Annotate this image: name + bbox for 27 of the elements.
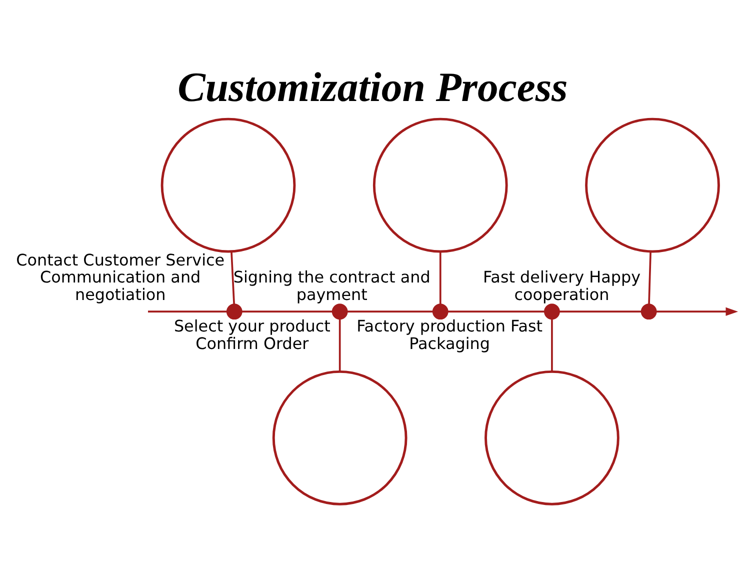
connector: [148, 310, 227, 312]
connector: [439, 252, 442, 304]
arrow: [656, 307, 738, 316]
connector: [347, 310, 433, 312]
node-circle: [332, 304, 348, 320]
node-label: Select your product Confirm Order: [174, 316, 330, 353]
node-label: Factory production Fast Packaging: [356, 316, 543, 353]
node-label: Contact Customer Service Communication and negotiation: [16, 250, 225, 304]
node-circle: [160, 118, 296, 253]
node-label: Fast delivery Happy cooperation: [482, 268, 641, 304]
connector: [242, 310, 332, 312]
connector: [230, 252, 235, 304]
node-circle: [432, 304, 448, 320]
node-circle: [585, 118, 720, 253]
node-label: Signing the contract and payment: [233, 268, 430, 304]
node-circle: [372, 118, 508, 253]
node-circle: [226, 304, 242, 320]
connector: [560, 310, 642, 312]
node-circle: [640, 304, 657, 320]
diagram-title: Customization Process: [178, 64, 568, 111]
connector: [551, 319, 553, 372]
connector: [448, 310, 544, 312]
node-circle: [544, 304, 560, 320]
node-circle: [484, 370, 620, 506]
connector: [648, 252, 652, 304]
node-circle: [272, 370, 408, 506]
connector: [338, 319, 341, 372]
